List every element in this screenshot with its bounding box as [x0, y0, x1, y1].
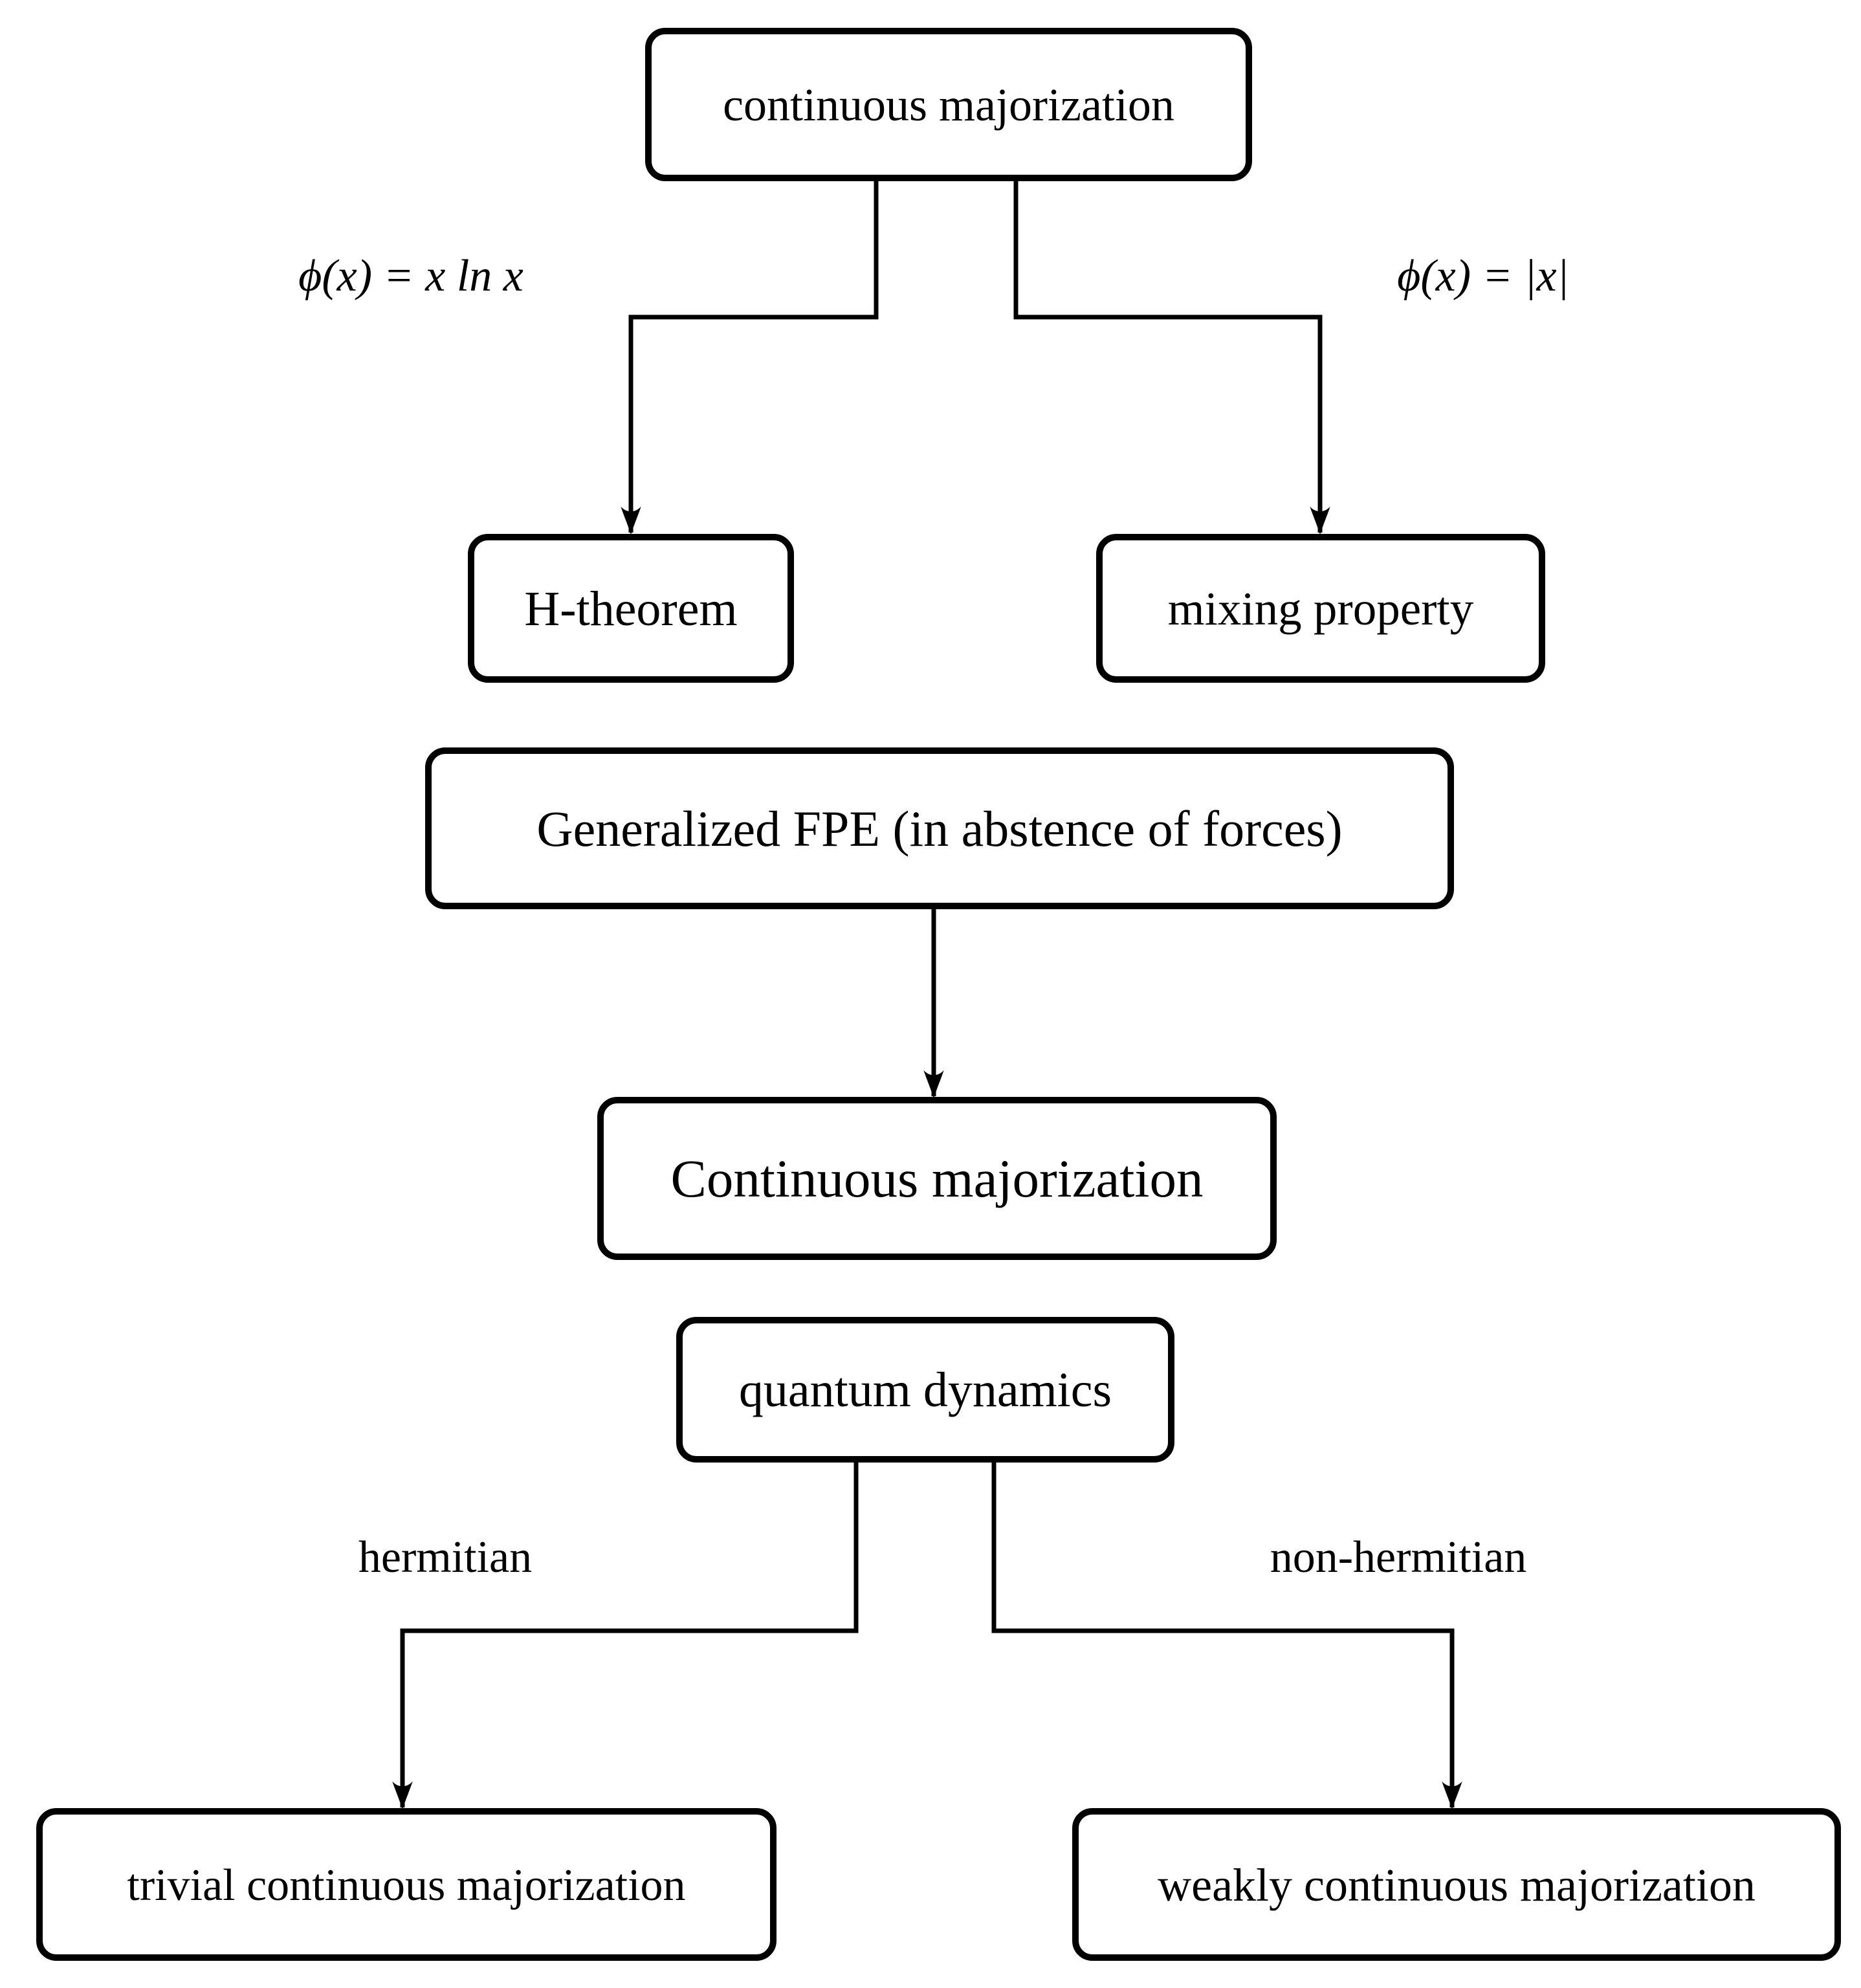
node-weakly-continuous-majorization-box: [1072, 1808, 1841, 1961]
node-quantum-dynamics-box: [676, 1317, 1174, 1463]
node-continuous-majorization-top: continuous majorization: [645, 28, 1252, 181]
node-weakly-continuous-majorization-label: weakly continuous majorization: [1158, 1859, 1756, 1911]
node-mixing-property-box: [1096, 534, 1545, 683]
edge-quantum-to-trivial: [392, 1456, 859, 1810]
edge-label-hermitian: hermitian: [358, 1532, 532, 1582]
node-trivial-continuous-majorization-box: [36, 1808, 776, 1961]
node-generalized-fpe-box: [425, 747, 1454, 909]
node-h-theorem-label: H-theorem: [524, 582, 737, 636]
node-generalized-fpe-label: Generalized FPE (in abstence of forces): [536, 801, 1342, 857]
edge-quantum-to-weakly: [991, 1456, 1462, 1810]
edge-label-non-hermitian: non-hermitian: [1270, 1532, 1527, 1582]
edge-label-phi-abs-x: ϕ(x) = |x|: [1397, 251, 1569, 301]
node-mixing-property: mixing property: [1096, 534, 1545, 683]
node-quantum-dynamics: quantum dynamics: [676, 1317, 1174, 1463]
node-continuous-majorization-top-label: continuous majorization: [723, 79, 1174, 131]
node-trivial-continuous-majorization: trivial continuous majorization: [36, 1808, 776, 1961]
edge-top-to-mixing-property: [1013, 175, 1330, 535]
node-generalized-fpe: Generalized FPE (in abstence of forces): [425, 747, 1454, 909]
edge-top-to-h-theorem: [621, 175, 879, 535]
node-h-theorem: H-theorem: [468, 534, 794, 683]
node-continuous-majorization: Continuous majorization: [597, 1097, 1277, 1260]
node-quantum-dynamics-label: quantum dynamics: [739, 1363, 1112, 1417]
node-trivial-continuous-majorization-label: trivial continuous majorization: [127, 1861, 685, 1910]
edge-label-phi-x-ln-x: ϕ(x) = x ln x: [298, 251, 523, 301]
node-continuous-majorization-box: [597, 1097, 1277, 1260]
node-mixing-property-label: mixing property: [1168, 582, 1474, 635]
node-weakly-continuous-majorization: weakly continuous majorization: [1072, 1808, 1841, 1961]
node-h-theorem-box: [468, 534, 794, 683]
node-continuous-majorization-label: Continuous majorization: [671, 1149, 1204, 1208]
node-continuous-majorization-top-box: [645, 28, 1252, 181]
